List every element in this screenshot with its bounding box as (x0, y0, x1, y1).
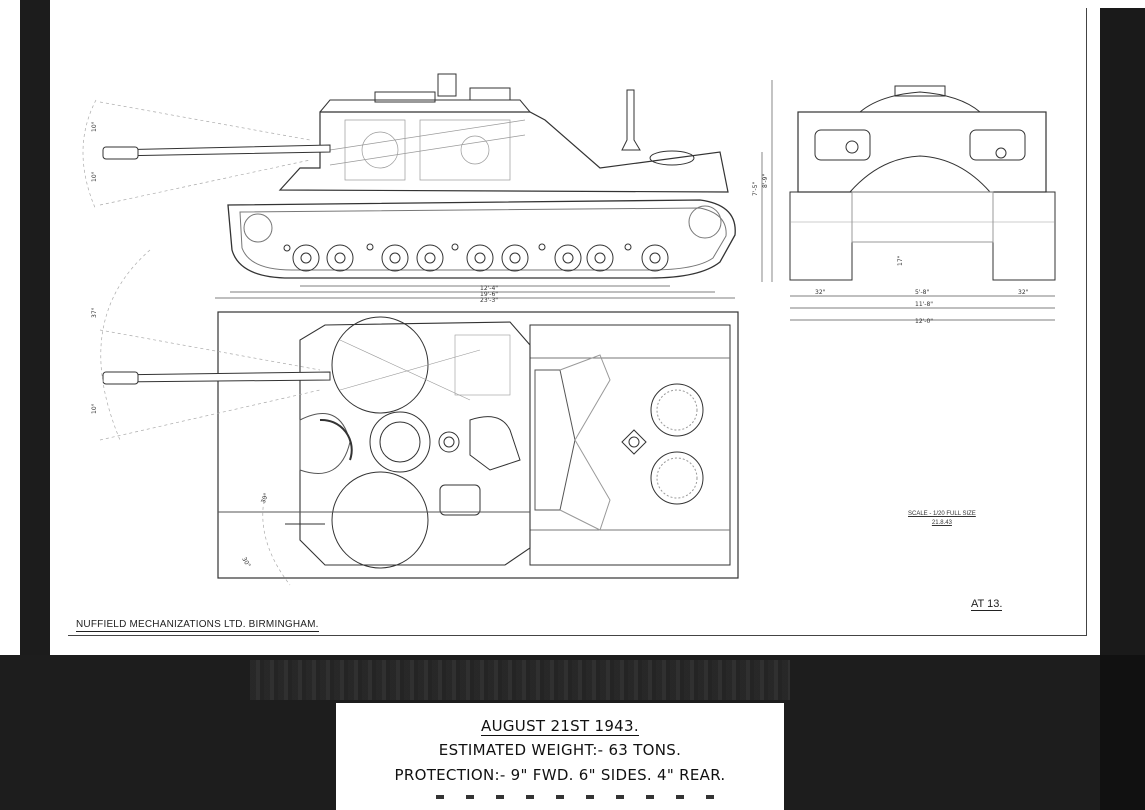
caption-protection: PROTECTION:- 9" FWD. 6" SIDES. 4" REAR. (394, 766, 726, 784)
caption-cropped-line (436, 795, 736, 799)
dimension-clearance: 17" (897, 255, 904, 266)
dimension-len-b: 19'-6" (480, 291, 498, 298)
caption-card: AUGUST 21ST 1943. ESTIMATED WEIGHT:- 63 … (336, 703, 784, 810)
dimension-len-c: 23'-3" (480, 297, 498, 304)
dimension-traverse-b: 10° (91, 403, 98, 414)
blueprint-sheet (50, 0, 1100, 655)
dimension-width-a: 11'-8" (915, 301, 933, 308)
scan-edge-bottom-right (1100, 655, 1145, 810)
scale-date: 21.8.43 (931, 520, 952, 526)
scale-note: SCALE - 1/20 FULL SIZE 21.8.43 (908, 510, 976, 528)
dimension-traverse-d: 30° (240, 556, 251, 569)
dimension-width-b: 12'-0" (915, 318, 933, 325)
dimension-track-right: 32" (1018, 289, 1029, 296)
dimension-traverse-a: 37° (91, 307, 98, 318)
sheet-number: AT 13. (971, 598, 1003, 611)
dimension-height-b: 8'-9" (762, 174, 769, 188)
dimension-gun-elev-top: 10° (91, 121, 98, 132)
dimension-traverse-c: 30° (260, 492, 270, 504)
scan-edge-left (20, 0, 50, 655)
dimension-track-left: 32" (815, 289, 826, 296)
sheet-border (68, 8, 1087, 636)
scan-edge-right (1100, 8, 1145, 668)
dimension-height-a: 7'-5" (752, 182, 759, 196)
company-name: NUFFIELD MECHANIZATIONS LTD. BIRMINGHAM. (76, 619, 319, 632)
tank-drawing: 12'-4" 19'-6" 23'-3" 7'-5" 8'-9" 32" 5'-… (82, 73, 1056, 586)
front-view (789, 85, 1056, 321)
dimension-gun-elev-bottom: 10° (91, 171, 98, 182)
dimension-track-mid: 5'-8" (915, 289, 929, 296)
caption-date-text: AUGUST 21ST 1943. (481, 717, 639, 736)
caption-date: AUGUST 21ST 1943. (336, 717, 784, 736)
blurred-text-strip (250, 660, 790, 700)
dimension-len-a: 12'-4" (480, 285, 498, 292)
scale-line: SCALE - 1/20 FULL SIZE (908, 511, 976, 517)
plan-view (99, 249, 739, 586)
side-view (82, 73, 773, 299)
caption-weight: ESTIMATED WEIGHT:- 63 TONS. (438, 741, 682, 759)
